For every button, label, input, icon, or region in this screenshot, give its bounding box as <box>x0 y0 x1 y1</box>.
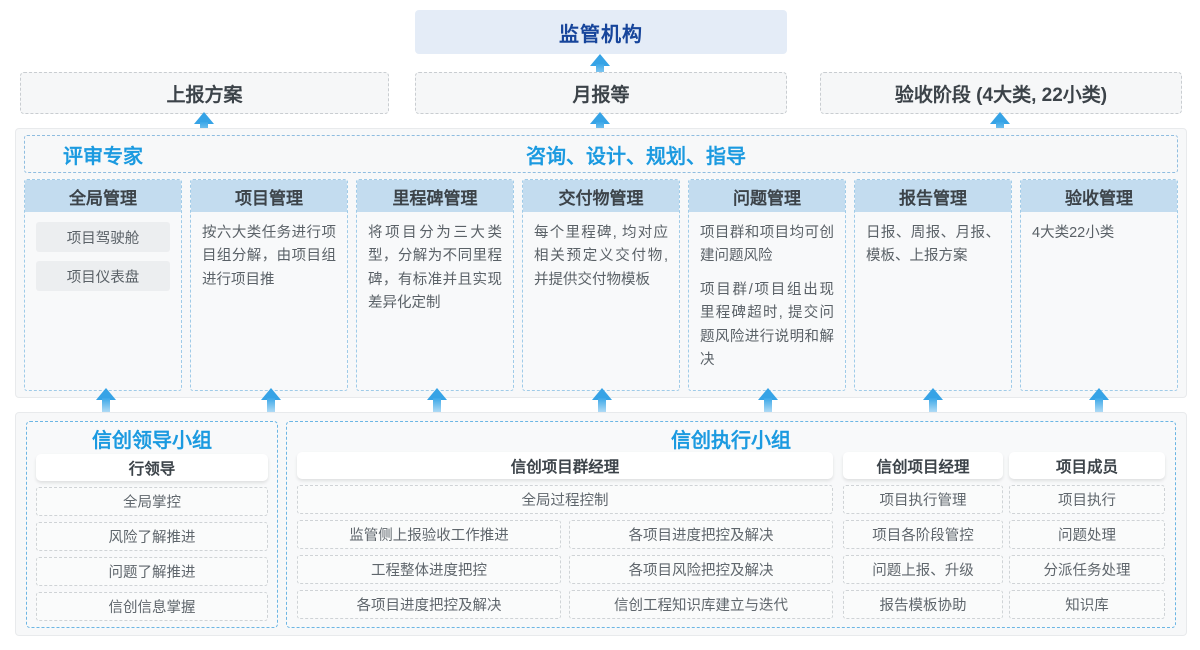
duty-item[interactable]: 信创信息掌握 <box>36 592 268 621</box>
column-paragraph: 按六大类任务进行项目组分解，由项目组进行项目推 <box>202 225 336 288</box>
duty-item[interactable]: 各项目进度把控及解决 <box>297 590 561 619</box>
role-card-bank-leader[interactable]: 行领导 <box>36 454 268 481</box>
duty-item[interactable]: 报告模板协助 <box>843 590 1003 619</box>
program-manager-duties-right: 各项目进度把控及解决 各项目风险把控及解决 信创工程知识库建立与迭代 <box>569 514 833 619</box>
duty-item[interactable]: 项目执行 <box>1009 485 1165 514</box>
capability-panel: 评审专家 咨询、设计、规划、指导 全局管理 项目驾驶舱 项目仪表盘 项目管理 按… <box>15 128 1187 398</box>
column-paragraph: 每个里程碑, 均对应相关预定义交付物, 并提供交付物模板 <box>534 225 668 288</box>
duty-item[interactable]: 工程整体进度把控 <box>297 555 561 584</box>
arrow-up-col-2 <box>427 388 447 414</box>
column-header: 交付物管理 <box>523 180 679 212</box>
program-manager-duty-grid: 监管侧上报验收工作推进 工程整体进度把控 各项目进度把控及解决 各项目进度把控及… <box>297 514 833 619</box>
column-body: 日报、周报、月报、模板、上报方案 <box>855 212 1011 390</box>
column-body: 按六大类任务进行项目组分解，由项目组进行项目推 <box>191 212 347 390</box>
column-header: 问题管理 <box>689 180 845 212</box>
regulator-label: 监管机构 <box>559 23 643 46</box>
capability-column-issue[interactable]: 问题管理 项目群和项目均可创建问题风险 项目群/项目组出现里程碑超时, 提交问题… <box>688 179 846 391</box>
column-header: 全局管理 <box>25 180 181 212</box>
duty-item[interactable]: 问题了解推进 <box>36 557 268 586</box>
capability-pill[interactable]: 项目仪表盘 <box>36 261 170 291</box>
program-manager-duties-left: 监管侧上报验收工作推进 工程整体进度把控 各项目进度把控及解决 <box>297 514 561 619</box>
duty-item[interactable]: 知识库 <box>1009 590 1165 619</box>
duty-item[interactable]: 各项目进度把控及解决 <box>569 520 833 549</box>
group-execution-title: 信创执行小组 <box>671 430 791 452</box>
role-card-project-manager[interactable]: 信创项目经理 <box>843 452 1003 479</box>
column-paragraph: 日报、周报、月报、模板、上报方案 <box>866 225 1000 265</box>
duty-item[interactable]: 监管侧上报验收工作推进 <box>297 520 561 549</box>
role-card-project-member[interactable]: 项目成员 <box>1009 452 1165 479</box>
duty-item[interactable]: 分派任务处理 <box>1009 555 1165 584</box>
capability-column-report[interactable]: 报告管理 日报、周报、月报、模板、上报方案 <box>854 179 1012 391</box>
consulting-label: 咨询、设计、规划、指导 <box>526 145 746 168</box>
column-body: 4大类22小类 <box>1021 212 1177 390</box>
role-card-program-manager[interactable]: 信创项目群经理 <box>297 452 833 479</box>
column-header: 验收管理 <box>1021 180 1177 212</box>
group-leadership: 信创领导小组 行领导 全局掌控 风险了解推进 问题了解推进 信创信息掌握 <box>26 421 278 628</box>
column-program-manager: 信创项目群经理 全局过程控制 监管侧上报验收工作推进 工程整体进度把控 各项目进… <box>297 452 833 619</box>
column-paragraph: 项目群/项目组出现里程碑超时, 提交问题风险进行说明和解决 <box>700 281 834 369</box>
capability-column-global[interactable]: 全局管理 项目驾驶舱 项目仪表盘 <box>24 179 182 391</box>
column-body: 将项目分为三大类型，分解为不同里程碑，有标准并且实现差异化定制 <box>357 212 513 390</box>
capability-columns: 全局管理 项目驾驶舱 项目仪表盘 项目管理 按六大类任务进行项目组分解，由项目组… <box>24 179 1178 391</box>
group-execution: 信创执行小组 信创项目群经理 全局过程控制 监管侧上报验收工作推进 工程整体进度… <box>286 421 1176 628</box>
arrow-up-col-3 <box>592 388 612 414</box>
report-box-monthly: 月报等 <box>415 72 787 114</box>
capability-column-acceptance[interactable]: 验收管理 4大类22小类 <box>1020 179 1178 391</box>
report-box-submit-plan: 上报方案 <box>20 72 389 114</box>
column-body: 每个里程碑, 均对应相关预定义交付物, 并提供交付物模板 <box>523 212 679 390</box>
column-project-member: 项目成员 项目执行 问题处理 分派任务处理 知识库 <box>1009 452 1165 619</box>
capability-panel-header: 评审专家 咨询、设计、规划、指导 <box>24 135 1178 173</box>
capability-column-milestone[interactable]: 里程碑管理 将项目分为三大类型，分解为不同里程碑，有标准并且实现差异化定制 <box>356 179 514 391</box>
duty-item[interactable]: 各项目风险把控及解决 <box>569 555 833 584</box>
report-label: 验收阶段 (4大类, 22小类) <box>894 84 1108 106</box>
column-header: 报告管理 <box>855 180 1011 212</box>
column-header: 项目管理 <box>191 180 347 212</box>
column-paragraph: 4大类22小类 <box>1032 225 1115 241</box>
arrow-up-col-5 <box>923 388 943 414</box>
duty-item[interactable]: 问题上报、升级 <box>843 555 1003 584</box>
duty-item[interactable]: 项目执行管理 <box>843 485 1003 514</box>
group-leadership-title: 信创领导小组 <box>92 430 212 452</box>
capability-column-deliverable[interactable]: 交付物管理 每个里程碑, 均对应相关预定义交付物, 并提供交付物模板 <box>522 179 680 391</box>
group-leadership-body: 行领导 全局掌控 风险了解推进 问题了解推进 信创信息掌握 <box>27 454 277 621</box>
column-paragraph: 将项目分为三大类型，分解为不同里程碑，有标准并且实现差异化定制 <box>368 225 502 312</box>
column-paragraph: 项目群和项目均可创建问题风险 <box>700 225 834 265</box>
duty-item[interactable]: 风险了解推进 <box>36 522 268 551</box>
column-body: 项目群和项目均可创建问题风险 项目群/项目组出现里程碑超时, 提交问题风险进行说… <box>689 212 845 390</box>
report-label: 月报等 <box>572 84 630 106</box>
arrow-up-col-4 <box>758 388 778 414</box>
duty-item[interactable]: 问题处理 <box>1009 520 1165 549</box>
duty-item[interactable]: 全局掌控 <box>36 487 268 516</box>
arrow-up-col-6 <box>1089 388 1109 414</box>
capability-pill[interactable]: 项目驾驶舱 <box>36 222 170 252</box>
group-execution-body: 信创项目群经理 全局过程控制 监管侧上报验收工作推进 工程整体进度把控 各项目进… <box>287 452 1175 624</box>
regulator-box: 监管机构 <box>415 10 787 54</box>
column-header: 里程碑管理 <box>357 180 513 212</box>
review-experts-label: 评审专家 <box>63 145 143 168</box>
duty-item-global-process[interactable]: 全局过程控制 <box>297 485 833 514</box>
column-project-manager: 信创项目经理 项目执行管理 项目各阶段管控 问题上报、升级 报告模板协助 <box>843 452 1003 619</box>
duty-item[interactable]: 信创工程知识库建立与迭代 <box>569 590 833 619</box>
organization-panel: 信创领导小组 行领导 全局掌控 风险了解推进 问题了解推进 信创信息掌握 信创执… <box>15 412 1187 636</box>
report-label: 上报方案 <box>166 84 243 106</box>
capability-column-project[interactable]: 项目管理 按六大类任务进行项目组分解，由项目组进行项目推 <box>190 179 348 391</box>
duty-item[interactable]: 项目各阶段管控 <box>843 520 1003 549</box>
arrow-up-col-0 <box>96 388 116 414</box>
arrow-up-col-1 <box>261 388 281 414</box>
column-body: 项目驾驶舱 项目仪表盘 <box>25 212 181 390</box>
report-box-acceptance: 验收阶段 (4大类, 22小类) <box>820 72 1182 114</box>
